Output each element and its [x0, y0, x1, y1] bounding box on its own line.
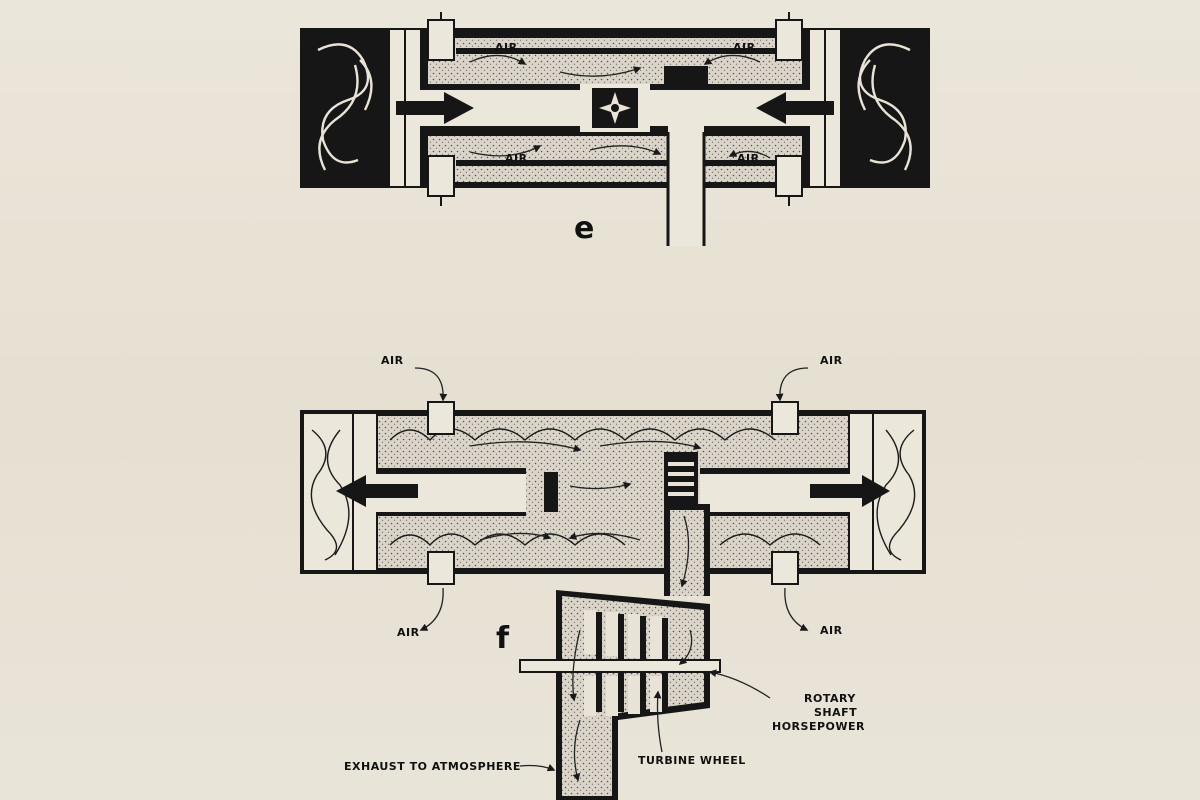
- e-left-chamber: [302, 30, 388, 186]
- piston-arrow-right-icon: [810, 475, 890, 507]
- diagram-f-label: f: [496, 621, 510, 656]
- e-right-swirl-2: [857, 59, 912, 171]
- piston-arrow-left-icon: [336, 475, 418, 507]
- rotary-shaft: [519, 659, 721, 673]
- e-left-swirl-2: [318, 59, 373, 171]
- exhaust-label: EXHAUST TO ATMOSPHERE: [344, 760, 521, 773]
- e-lower-air-chamber: [428, 136, 802, 182]
- e-right-chamber: [842, 30, 928, 186]
- e-right-swirl: [858, 43, 911, 164]
- e-air-label-2: AIR: [733, 41, 756, 54]
- air-flow-arrow-icon: [414, 367, 448, 402]
- f-air-label-4: AIR: [820, 624, 843, 637]
- diagram-e-label: e: [574, 211, 594, 246]
- igniter-star-icon: [599, 92, 631, 124]
- f-upper-air-chamber: [378, 416, 848, 468]
- e-exhaust-duct: [668, 126, 704, 246]
- piston-arrow-left-icon: [756, 92, 834, 124]
- diagram-f: AIR AIR AIR AIR f ROTARY SHAFT HORSEPOWE…: [300, 354, 926, 800]
- f-air-label-2: AIR: [820, 354, 843, 367]
- e-air-label-3: AIR: [505, 152, 528, 165]
- diagram-e: AIR AIR AIR AIR e: [300, 12, 930, 246]
- piston-arrow-right-icon: [396, 92, 474, 124]
- air-flow-arrow-icon: [775, 367, 809, 402]
- e-air-label-4: AIR: [737, 152, 760, 165]
- shaft-label: SHAFT: [814, 706, 857, 719]
- f-lower-air-chamber: [378, 516, 848, 568]
- e-air-label-1: AIR: [495, 41, 518, 54]
- f-air-label-1: AIR: [381, 354, 404, 367]
- e-upper-air-chamber: [428, 38, 802, 84]
- air-flow-arrow-icon: [419, 587, 444, 631]
- f-air-label-3: AIR: [397, 626, 420, 639]
- horsepower-label: HORSEPOWER: [772, 720, 865, 733]
- turbine-wheel-label: TURBINE WHEEL: [638, 754, 746, 767]
- air-flow-arrow-icon: [784, 587, 809, 631]
- rotary-label: ROTARY: [804, 692, 856, 705]
- e-left-swirl: [317, 43, 370, 164]
